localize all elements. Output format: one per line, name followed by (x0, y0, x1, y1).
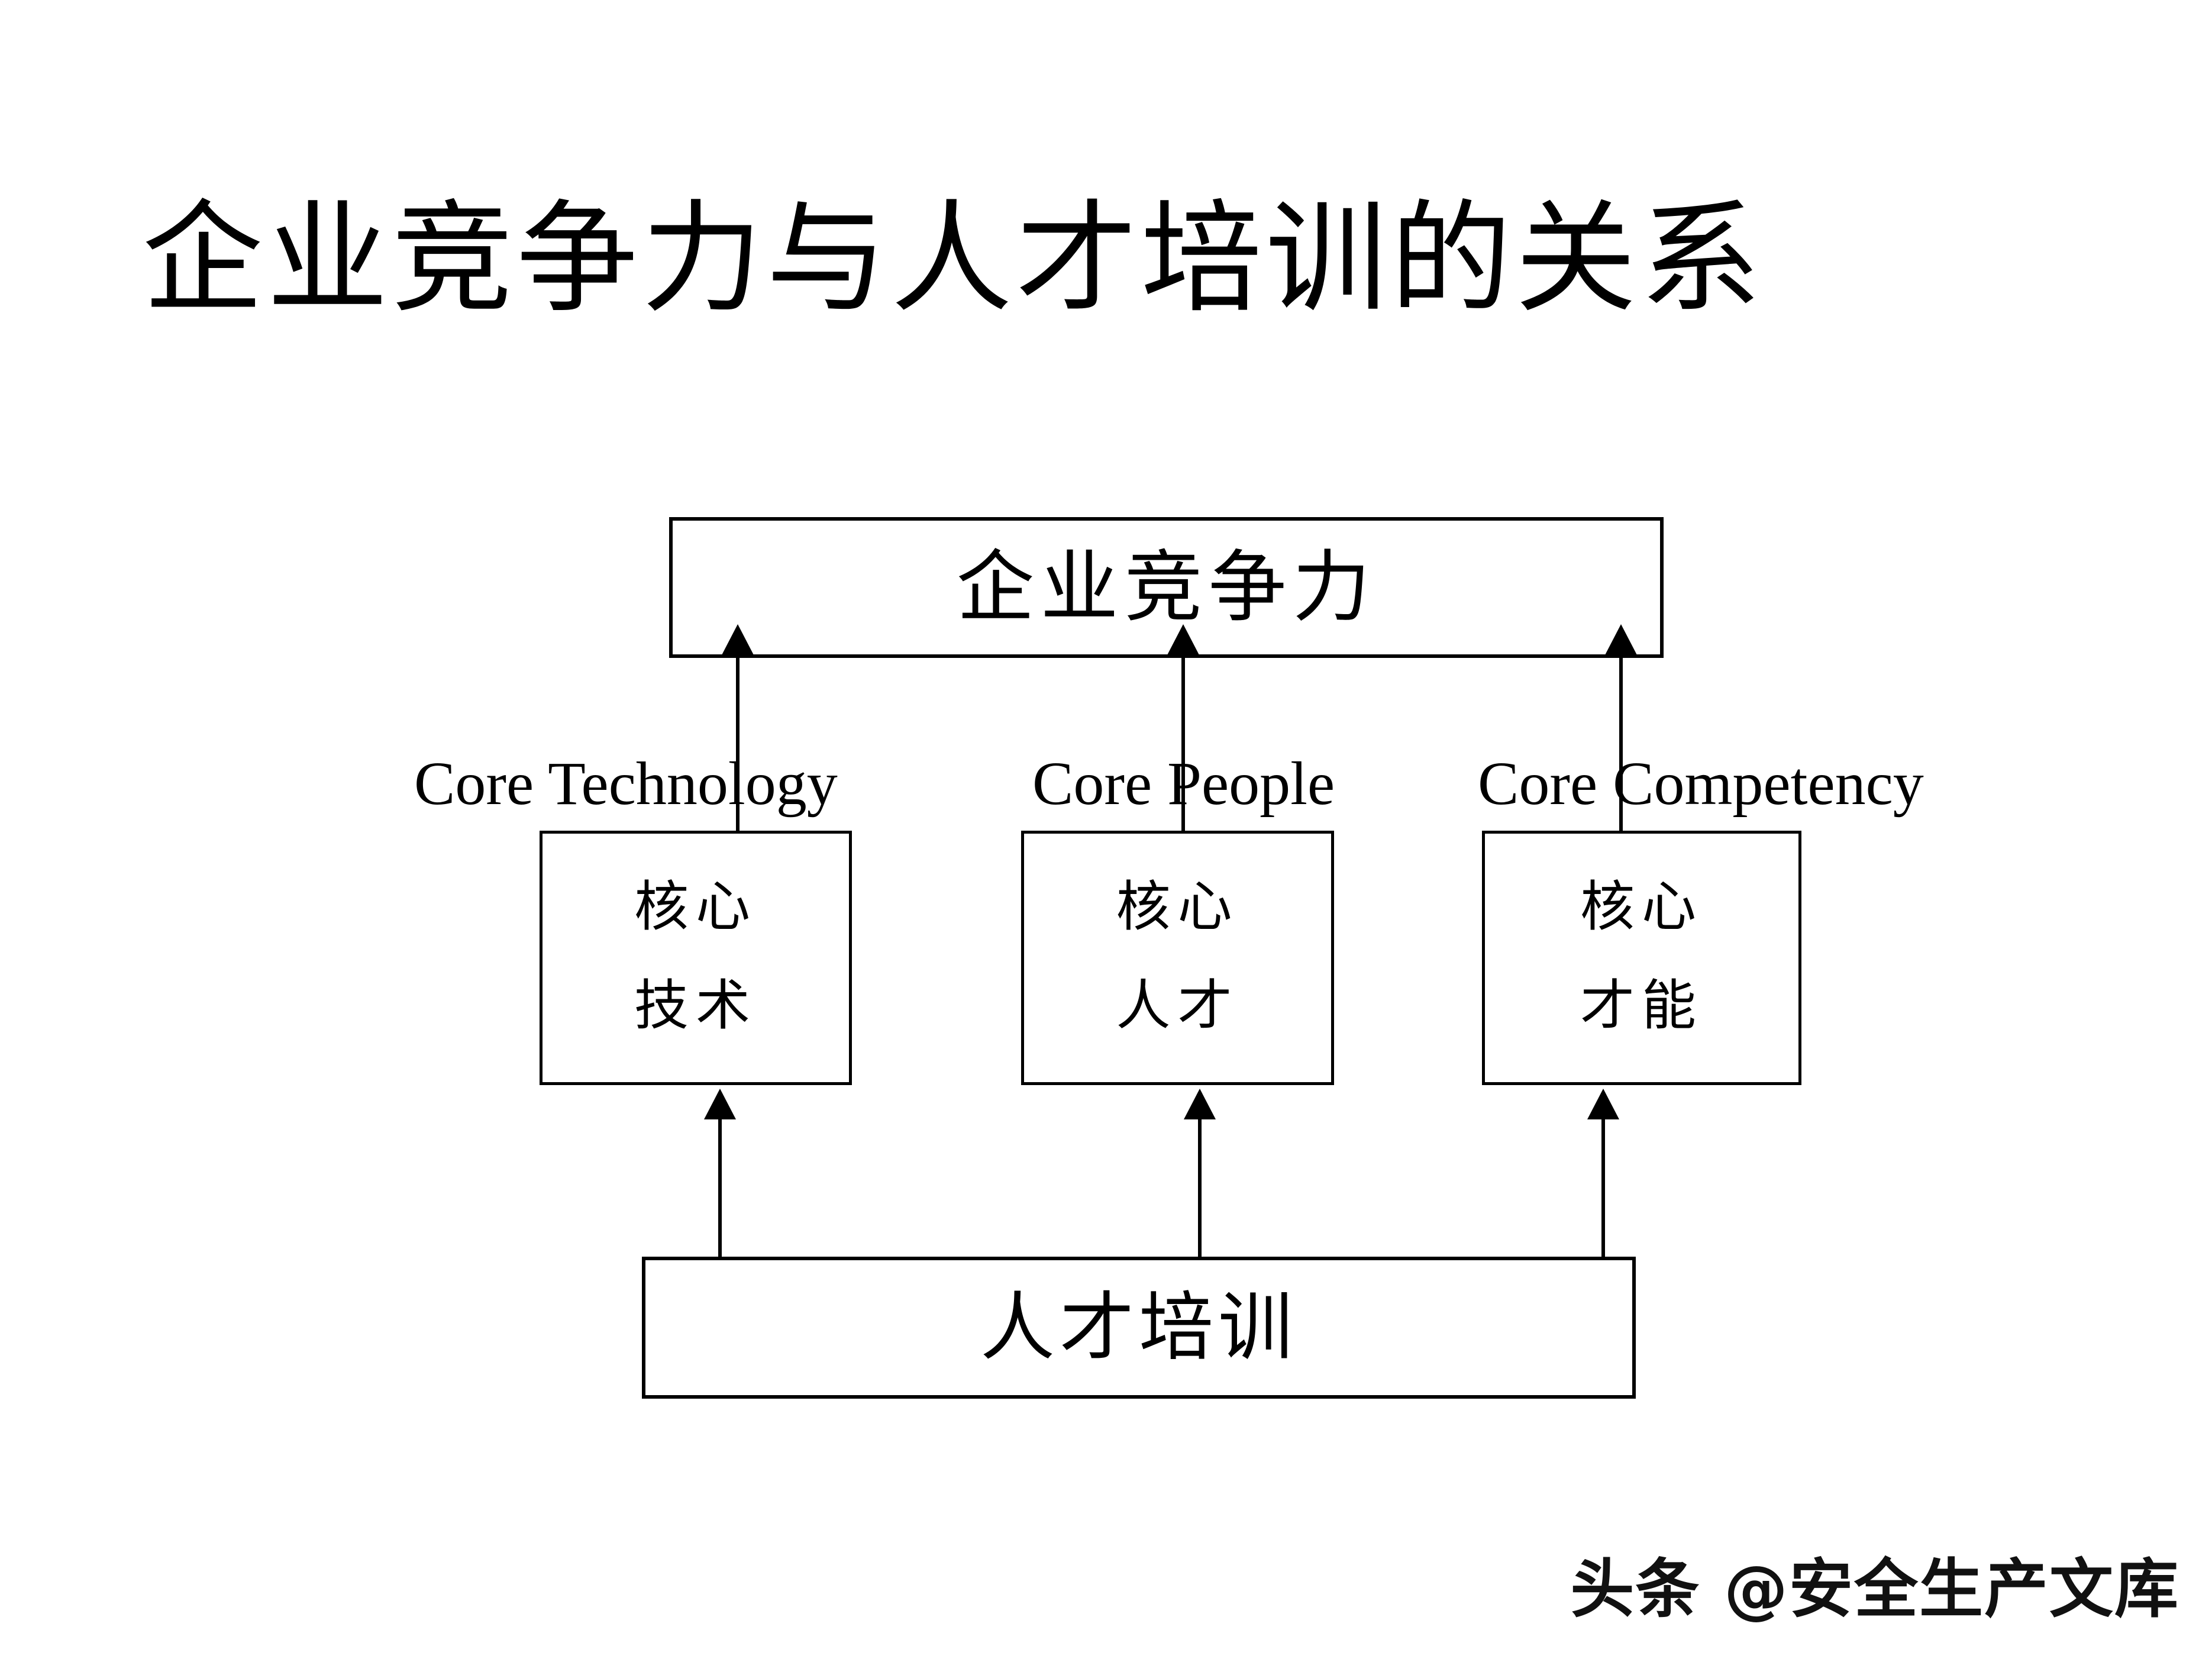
watermark: 头条 @安全生产文库 (1570, 1553, 2179, 1626)
caption-core-technology: Core Technology (414, 750, 838, 818)
node-core-people-line-2: 人才 (1116, 973, 1239, 1037)
node-talent-training: 人才培训 (642, 1257, 1636, 1399)
arrow-head-icon (1605, 624, 1637, 655)
arrow-head-icon (704, 1089, 736, 1119)
caption-core-people: Core People (1032, 750, 1335, 818)
arrow-shaft (1198, 1119, 1202, 1259)
caption-core-competency: Core Competency (1478, 750, 1924, 818)
node-core-people: 核心 人才 (1021, 831, 1334, 1085)
node-core-people-line-1: 核心 (1116, 874, 1239, 938)
page-title: 企业竞争力与人才培训的关系 (142, 189, 1765, 330)
node-core-technology-line-1: 核心 (634, 874, 757, 938)
node-core-technology-line-2: 技术 (634, 973, 757, 1037)
node-enterprise-competitiveness: 企业竞争力 (669, 517, 1664, 658)
node-core-competency-line-2: 才能 (1580, 973, 1703, 1037)
arrow-head-icon (1167, 624, 1199, 655)
arrow-head-icon (722, 624, 754, 655)
arrow-shaft (1619, 655, 1623, 831)
arrow-head-icon (1184, 1089, 1216, 1119)
node-core-technology: 核心 技术 (540, 831, 852, 1085)
arrow-shaft (1601, 1119, 1605, 1259)
arrow-shaft (736, 655, 740, 831)
node-core-competency-line-1: 核心 (1580, 874, 1703, 938)
node-enterprise-competitiveness-label: 企业竞争力 (956, 541, 1377, 633)
node-core-competency: 核心 才能 (1482, 831, 1801, 1085)
arrow-head-icon (1587, 1089, 1619, 1119)
arrow-shaft (1181, 655, 1185, 831)
node-talent-training-label: 人才培训 (980, 1283, 1297, 1371)
arrow-shaft (718, 1119, 722, 1259)
